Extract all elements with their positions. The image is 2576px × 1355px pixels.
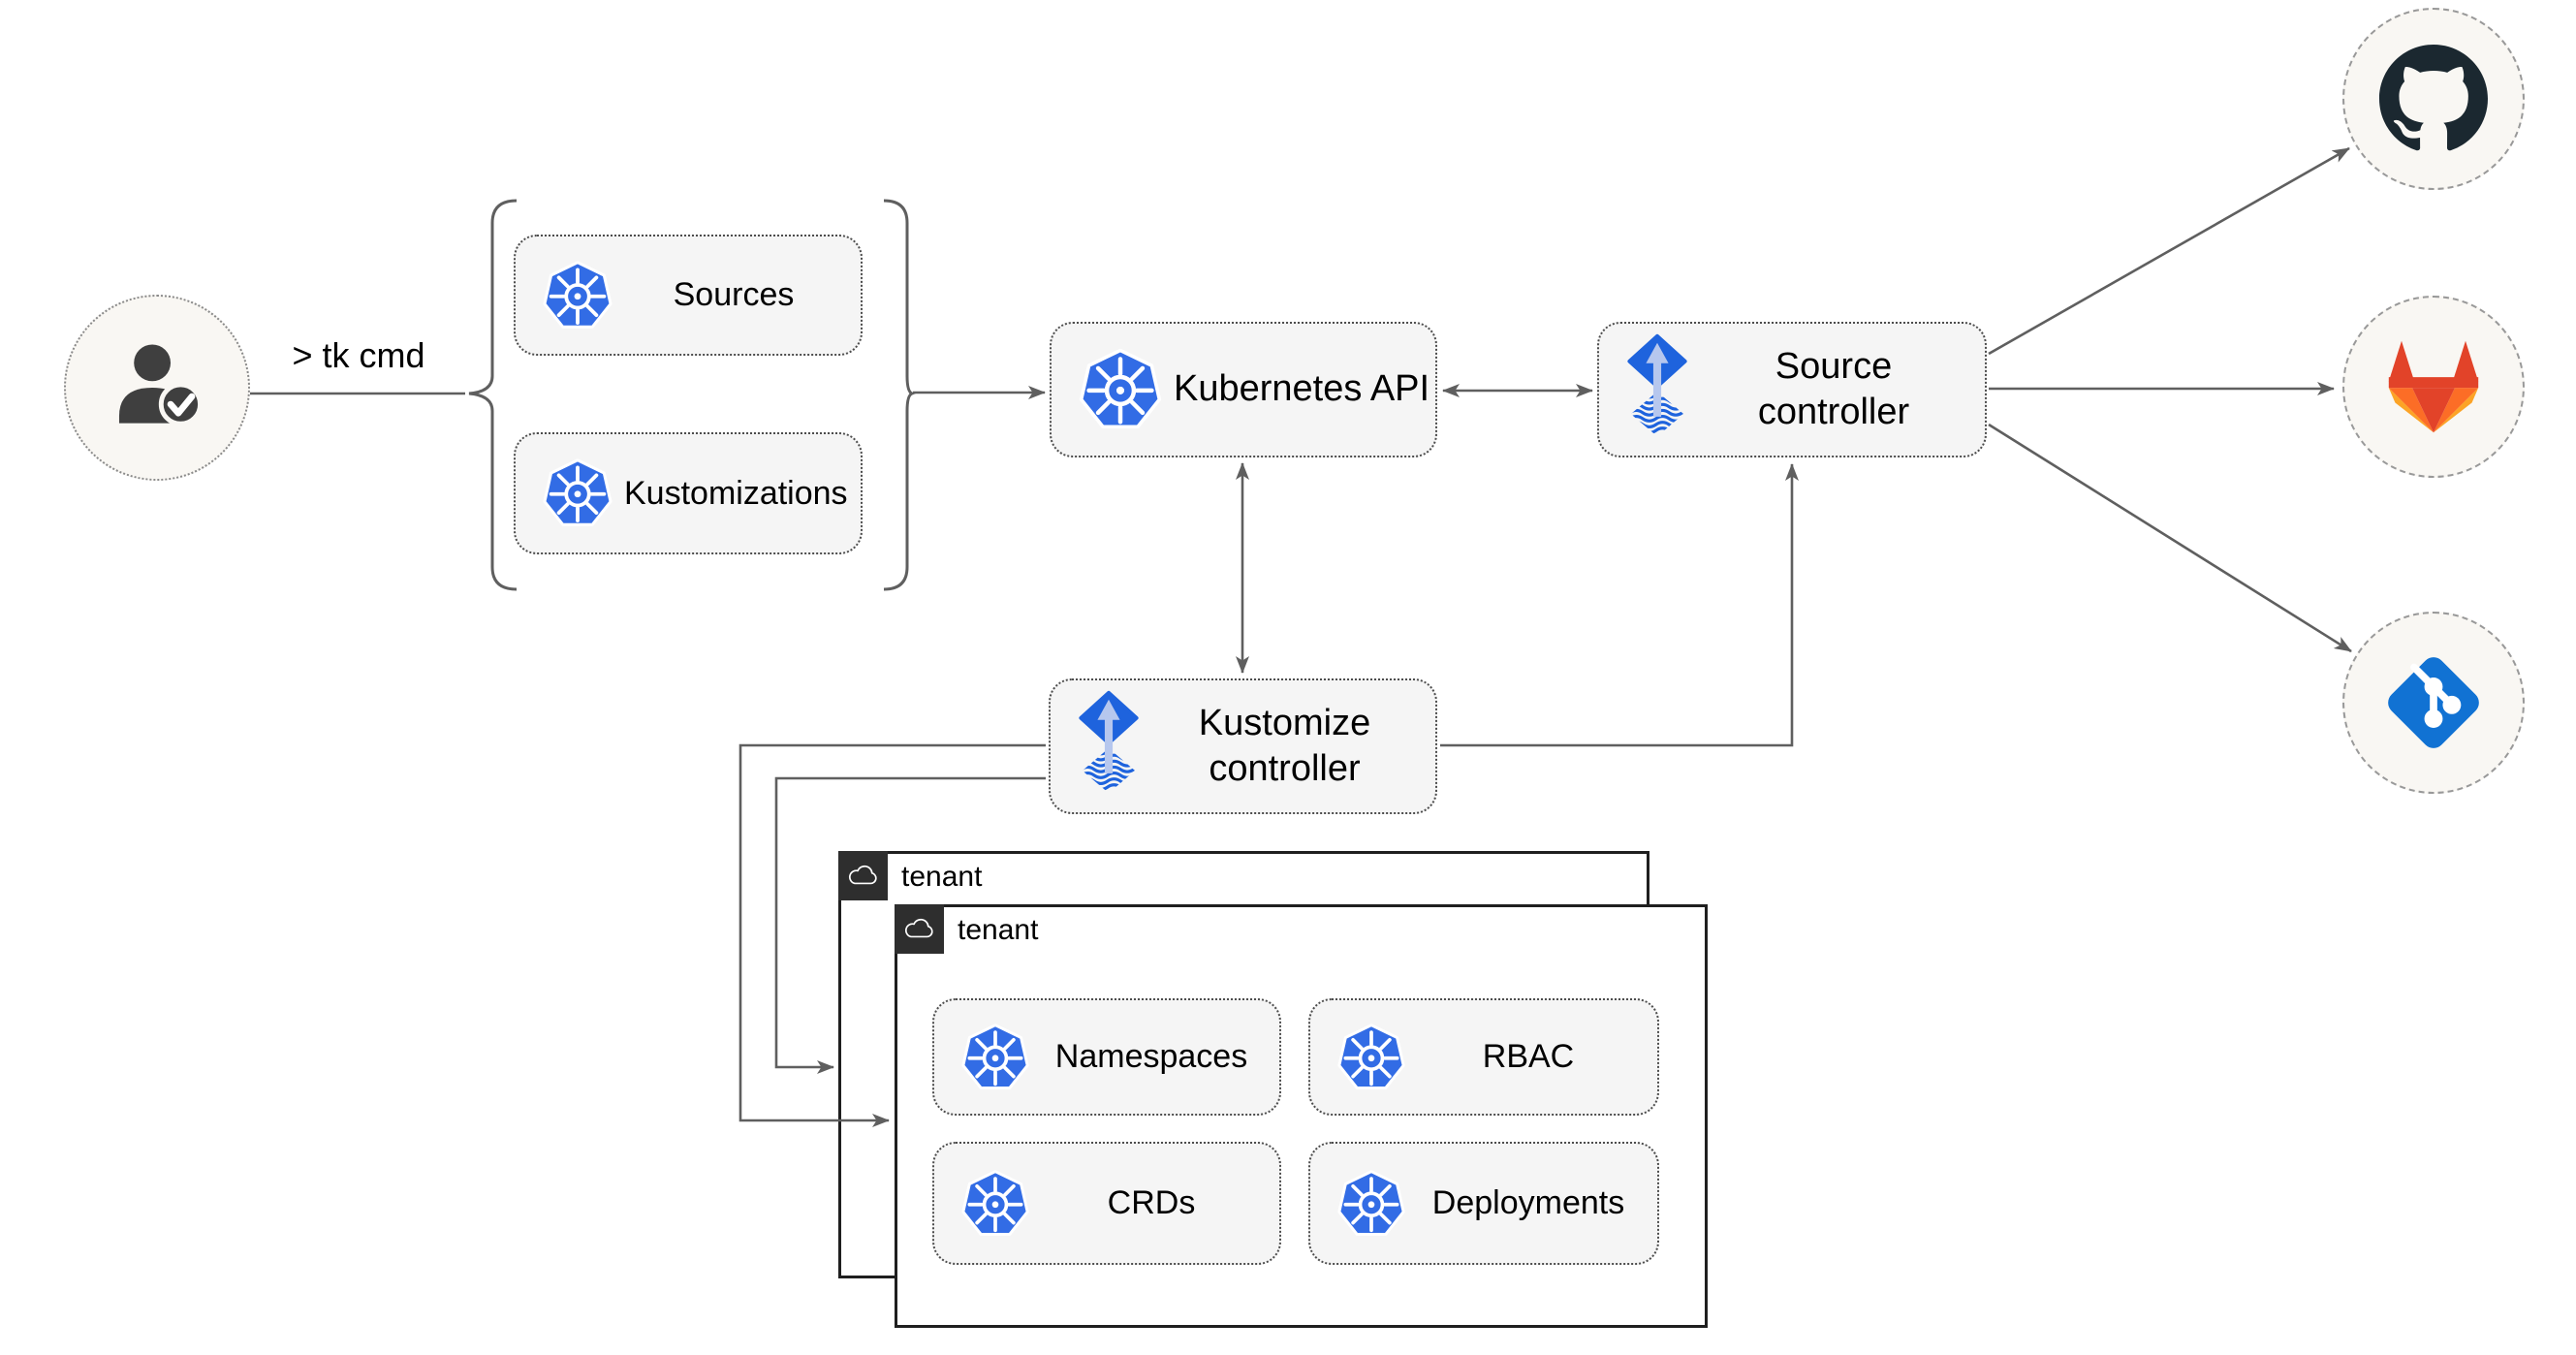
gitlab-provider (2342, 296, 2525, 478)
tenant-badge (895, 904, 944, 954)
source-controller-node: Source controller (1597, 322, 1987, 457)
tenant-badge (838, 851, 888, 900)
tk-cmd-label: > tk cmd (292, 335, 425, 375)
kubernetes-icon (959, 1168, 1031, 1240)
user-actor (64, 295, 250, 481)
kubernetes-icon (1335, 1022, 1407, 1093)
git-icon (2376, 646, 2491, 760)
edge-source-to-github (1988, 146, 2350, 356)
flux-icon (1076, 690, 1142, 803)
source-controller-label: Source controller (1757, 345, 1910, 433)
namespaces-node: Namespaces (932, 998, 1281, 1116)
kustomizations-node: Kustomizations (514, 432, 863, 554)
tenant-label: tenant (958, 914, 1039, 946)
kustomize-controller-node: Kustomize controller (1049, 678, 1437, 814)
tenant-label: tenant (901, 861, 983, 893)
kubernetes-icon (959, 1022, 1031, 1093)
kubernetes-icon (541, 457, 614, 530)
crds-node: CRDs (932, 1142, 1281, 1265)
bracket-right (883, 199, 917, 591)
sources-node: Sources (514, 235, 863, 356)
kustomize-controller-label: Kustomize controller (1198, 702, 1371, 790)
bracket-left (468, 199, 518, 591)
github-icon (2379, 45, 2488, 153)
kustomizations-label: Kustomizations (624, 474, 848, 512)
cloud-icon (903, 917, 936, 941)
edge-source-to-git (1988, 423, 2352, 653)
rbac-node: RBAC (1308, 998, 1659, 1116)
github-provider (2342, 8, 2525, 190)
deployments-label: Deployments (1431, 1184, 1625, 1222)
crds-label: CRDs (1107, 1184, 1196, 1222)
flux-icon (1624, 333, 1690, 446)
cloud-icon (847, 864, 880, 888)
rbac-label: RBAC (1482, 1038, 1575, 1076)
deployments-node: Deployments (1308, 1142, 1659, 1265)
kubernetes-icon (541, 259, 614, 332)
edge-kustomize-to-source-controller (1440, 463, 1799, 747)
sources-label: Sources (673, 276, 795, 314)
gitlab-icon (2380, 336, 2487, 437)
kubernetes-icon (1335, 1168, 1407, 1240)
kubernetes-api-label: Kubernetes API (1174, 368, 1430, 410)
user-check-icon (98, 329, 216, 447)
kubernetes-api-node: Kubernetes API (1050, 322, 1437, 457)
kubernetes-icon (1077, 346, 1164, 433)
namespaces-label: Namespaces (1054, 1038, 1248, 1076)
git-provider (2342, 612, 2525, 794)
